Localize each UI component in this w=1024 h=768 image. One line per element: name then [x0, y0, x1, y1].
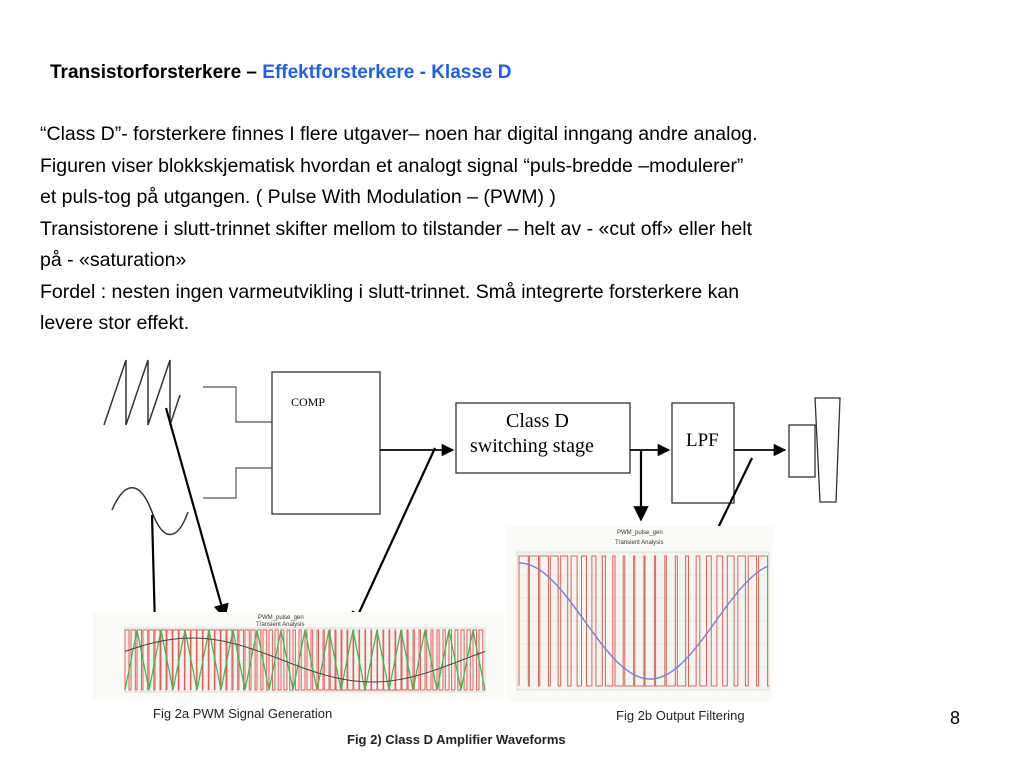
body-line: et puls-tog på utgangen. ( Pulse With Mo… [40, 186, 556, 208]
speaker-magnet [788, 424, 816, 478]
body-line: Transistorene i slutt-trinnet skifter me… [40, 217, 753, 240]
fig2b-caption: Fig 2b Output Filtering [616, 708, 745, 723]
title-part-blue: Effektforsterkere - Klasse D [262, 62, 512, 83]
title-part-black: Transistorforsterkere – [50, 62, 263, 83]
body-line: Fordel : nesten ingen varmeutvikling i s… [40, 280, 740, 303]
comp-pointer-arrow [351, 447, 436, 628]
comp-label: COMP [291, 395, 325, 409]
body-text: “Class D”- forsterkere finnes I flere ut… [40, 119, 1000, 340]
lpf-block [671, 402, 735, 504]
fig2b-plot-title: PWM_pulse_gen [617, 530, 663, 536]
fig2a-plot-subtitle: Transient Analysis [256, 622, 304, 628]
sine-input-wave [111, 487, 189, 536]
fig2a-caption: Fig 2a PWM Signal Generation [153, 706, 332, 721]
speaker-cone [814, 397, 841, 503]
triangle-input-wave [103, 359, 181, 426]
sine-to-comp-line [203, 467, 272, 499]
body-line: på - «saturation» [40, 249, 187, 271]
switching-stage-label-1: Class D [506, 410, 569, 432]
triangle-pointer-arrow [164, 407, 229, 620]
fig2a-plot: PWM_pulse_gen Transient Analysis [92, 612, 504, 700]
comp-block [271, 371, 381, 515]
fig2b-plot: PWM_pulse_gen Transient Analysis [507, 526, 773, 702]
sine-pointer-arrow [146, 514, 163, 628]
fig2a-plot-title: PWM_pulse_gen [258, 615, 304, 621]
body-line: levere stor effekt. [40, 312, 190, 334]
lpf-label: LPF [686, 430, 719, 451]
fig2b-plot-subtitle: Transient Analysis [615, 540, 663, 546]
switching-stage-block [455, 402, 631, 474]
body-line: “Class D”- forsterkere finnes I flere ut… [40, 123, 758, 145]
slide-title: Transistorforsterkere – Effektforsterker… [50, 62, 511, 84]
figure-caption: Fig 2) Class D Amplifier Waveforms [347, 732, 566, 747]
switching-stage-label-2: switching stage [470, 435, 594, 457]
triangle-to-comp-line [203, 386, 272, 423]
page-number: 8 [950, 708, 961, 728]
body-line: Figuren viser blokkskjematisk hvordan et… [40, 154, 744, 177]
